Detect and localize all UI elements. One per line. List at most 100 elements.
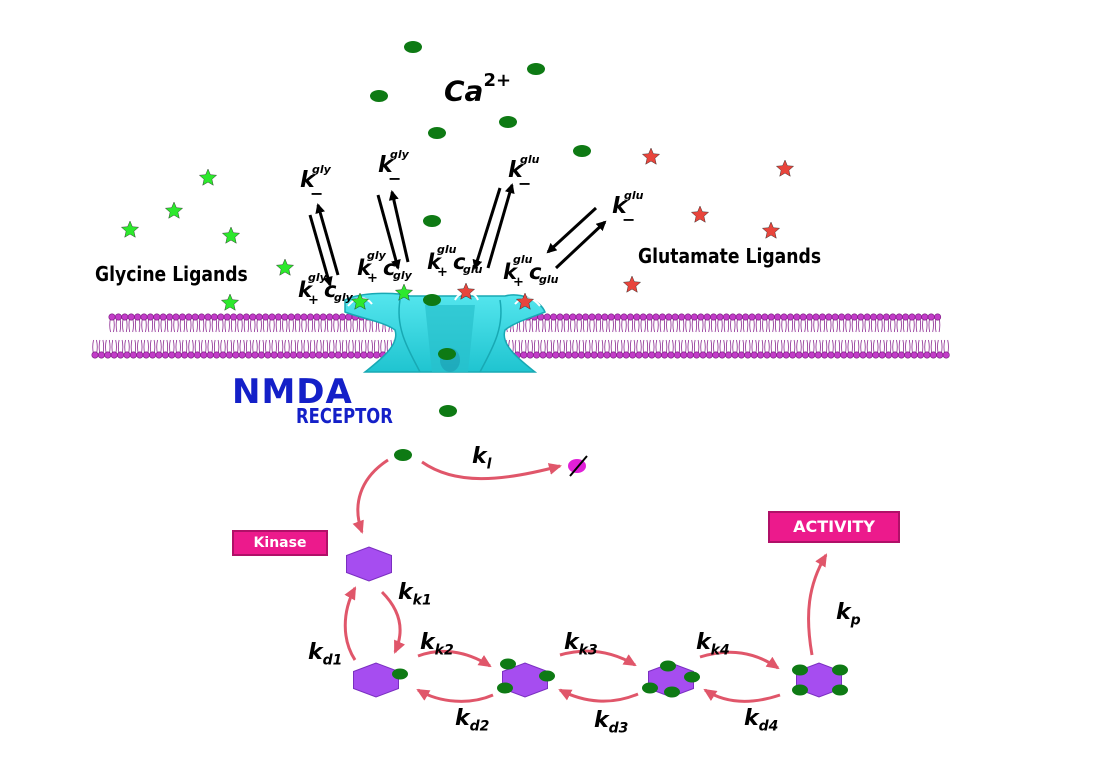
lipid-molecule <box>722 313 730 333</box>
lipid-molecule <box>923 339 931 359</box>
lipid-molecule <box>360 339 368 359</box>
lipid-molecule <box>123 339 131 359</box>
lipid-molecule <box>776 339 784 359</box>
lipid-molecule <box>198 313 206 333</box>
lipid-molecule <box>633 313 641 333</box>
lipid-molecule <box>917 339 925 359</box>
lipid-molecule <box>110 339 118 359</box>
lipid-molecule <box>556 313 564 333</box>
gly-bind-arrow-1 <box>308 214 333 287</box>
lipid-molecule <box>121 313 129 333</box>
lipid-molecule <box>142 339 150 359</box>
lipid-molecule <box>338 313 346 333</box>
signaling-arrows <box>343 458 828 703</box>
glycine-ligands <box>120 168 414 311</box>
lipid-molecule <box>840 339 848 359</box>
k3-forward-arrow <box>559 649 637 667</box>
lipid-molecule <box>678 313 686 333</box>
lipid-molecule <box>140 313 148 333</box>
lipid-molecule <box>210 313 218 333</box>
lipid-molecule <box>652 313 660 333</box>
lipid-molecule <box>827 339 835 359</box>
calcium-ion <box>439 405 457 417</box>
glycine-ligand <box>198 168 218 186</box>
kinase-state-4 <box>792 662 848 698</box>
lipid-molecule <box>878 339 886 359</box>
glutamate-ligands-label: Glutamate Ligands <box>638 244 822 268</box>
lipid-molecule <box>347 339 355 359</box>
lipid-molecule <box>238 339 246 359</box>
bound-calcium-ion <box>660 660 676 672</box>
bound-calcium-ion <box>497 682 513 694</box>
lipid-molecule <box>742 313 750 333</box>
lipid-molecule <box>863 313 871 333</box>
lipid-molecule <box>806 313 814 333</box>
lipid-molecule <box>181 339 189 359</box>
lipid-molecule <box>831 313 839 333</box>
lipid-molecule <box>319 313 327 333</box>
lipid-molecule <box>697 313 705 333</box>
lipid-molecule <box>705 339 713 359</box>
bound-calcium-ion <box>832 664 848 676</box>
lipid-molecule <box>795 339 803 359</box>
rate-kk2: kk2 <box>420 630 454 659</box>
degraded-calcium-symbol <box>568 455 588 477</box>
lipid-molecule <box>609 339 617 359</box>
lipid-molecule <box>268 313 276 333</box>
calcium-ion <box>573 145 591 157</box>
lipid-molecule <box>895 313 903 333</box>
lipid-molecule <box>629 339 637 359</box>
lipid-molecule <box>808 339 816 359</box>
calcium-ion <box>499 116 517 128</box>
kinase-hexagon <box>353 662 399 698</box>
lipid-molecule <box>539 339 547 359</box>
lipid-molecule <box>725 339 733 359</box>
lipid-molecule <box>185 313 193 333</box>
lipid-molecule <box>789 339 797 359</box>
lipid-molecule <box>844 313 852 333</box>
lipid-molecule <box>908 313 916 333</box>
lipid-molecule <box>97 339 105 359</box>
lipid-molecule <box>582 313 590 333</box>
lipid-molecule <box>767 313 775 333</box>
lipid-molecule <box>667 339 675 359</box>
kinase-label-box: Kinase <box>232 530 328 556</box>
bound-calcium-ion <box>684 671 700 683</box>
lipid-molecule <box>897 339 905 359</box>
lipid-molecule <box>249 313 257 333</box>
glycine-ligand <box>164 201 184 219</box>
bound-calcium-ion <box>539 670 555 682</box>
activity-arrow <box>807 553 828 656</box>
lipid-molecule <box>149 339 157 359</box>
glu-bind-arrow-1 <box>472 187 502 270</box>
glutamate-ligand <box>641 147 661 165</box>
glutamate-ligand <box>622 275 642 293</box>
lipid-molecule <box>929 339 937 359</box>
bound-calcium-ion <box>792 684 808 696</box>
lipid-molecule <box>812 313 820 333</box>
lipid-molecule <box>232 339 240 359</box>
lipid-molecule <box>306 313 314 333</box>
lipid-molecule <box>204 313 212 333</box>
lipid-molecule <box>942 339 950 359</box>
lipid-molecule <box>283 339 291 359</box>
lipid-molecule <box>718 339 726 359</box>
lipid-molecule <box>174 339 182 359</box>
lipid-molecule <box>936 339 944 359</box>
receptor-subtitle: RECEPTOR <box>296 404 393 428</box>
lipid-molecule <box>345 313 353 333</box>
lipid-molecule <box>588 313 596 333</box>
lipid-molecule <box>236 313 244 333</box>
lipid-molecule <box>584 339 592 359</box>
lipid-molecule <box>665 313 673 333</box>
lipid-molecule <box>550 313 558 333</box>
lipid-molecule <box>321 339 329 359</box>
lipid-molecule <box>334 339 342 359</box>
lipid-molecule <box>921 313 929 333</box>
lipid-molecule <box>543 313 551 333</box>
lipid-molecule <box>193 339 201 359</box>
lipid-molecule <box>230 313 238 333</box>
lipid-molecule <box>639 313 647 333</box>
binding-arrows <box>308 183 607 287</box>
